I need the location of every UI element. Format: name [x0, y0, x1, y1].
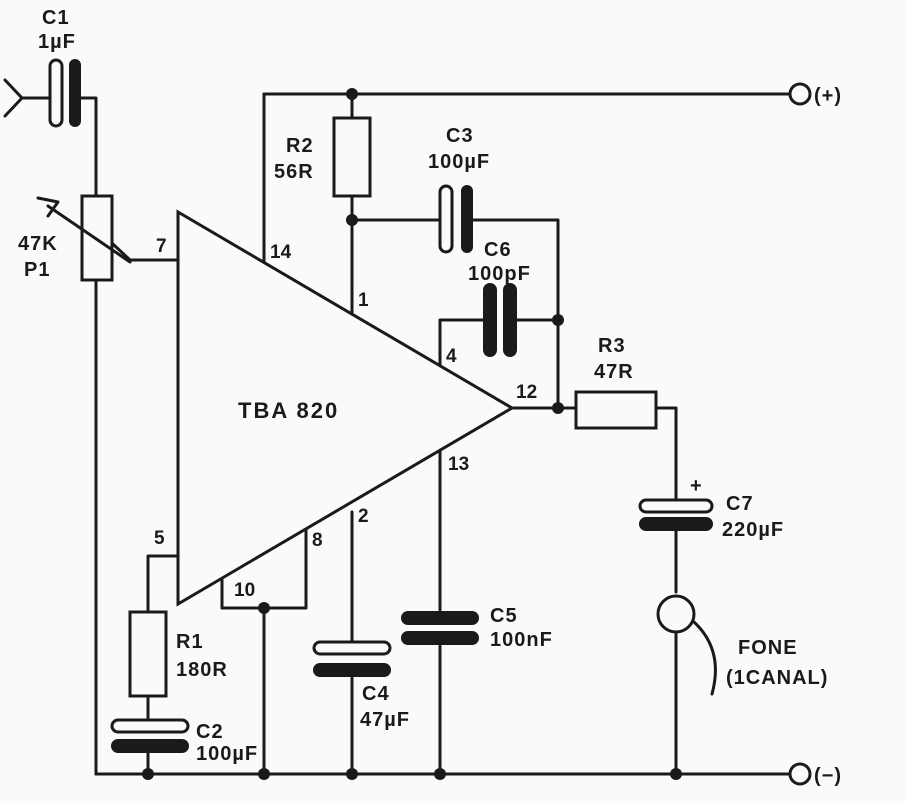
- phone-line2: (1CANAL): [726, 667, 828, 689]
- input-arrow: [3, 78, 52, 118]
- r1-value: 180R: [176, 659, 228, 681]
- p1-ref: P1: [24, 259, 50, 281]
- pin-4: 4: [446, 346, 457, 367]
- c7-ref: C7: [726, 493, 754, 515]
- c5-ref: C5: [490, 605, 518, 627]
- r2-ref: R2: [286, 135, 314, 157]
- c3-value: 100µF: [428, 151, 490, 173]
- pin-8: 8: [312, 530, 323, 551]
- potentiometer-p1: 47K P1: [18, 194, 132, 282]
- c1-value: 1µF: [38, 31, 76, 53]
- ic-name: TBA 820: [238, 398, 339, 423]
- terminal-pos-label: (+): [814, 85, 842, 107]
- pin-2: 2: [358, 506, 369, 527]
- resistor-r3: R3 47R: [574, 335, 658, 430]
- r3-value: 47R: [594, 361, 634, 383]
- pin-7: 7: [156, 236, 167, 257]
- capacitor-c5: C5 100nF: [401, 605, 553, 651]
- capacitor-c1: C1 1µF: [38, 7, 81, 128]
- c7-value: 220µF: [722, 519, 784, 541]
- terminal-negative: (−): [788, 762, 842, 787]
- junctions: [142, 88, 682, 780]
- c3-ref: C3: [446, 125, 474, 147]
- pin-10: 10: [234, 580, 255, 601]
- r3-ref: R3: [598, 335, 626, 357]
- c5-value: 100nF: [490, 629, 553, 651]
- pin-labels: 7 14 1 4 12 13 2 8 5 10: [154, 236, 537, 601]
- p1-value: 47K: [18, 233, 58, 255]
- capacitor-c7: + C7 220µF: [638, 475, 784, 541]
- c2-ref: C2: [196, 721, 224, 743]
- c7-polarity: +: [690, 475, 703, 497]
- r1-ref: R1: [176, 631, 204, 653]
- pin-12: 12: [516, 382, 537, 403]
- c2-value: 100µF: [196, 743, 258, 765]
- r2-value: 56R: [274, 161, 314, 183]
- pin-5: 5: [154, 528, 165, 549]
- capacitor-c6: C6 100pF: [468, 239, 531, 357]
- resistor-r2: R2 56R: [274, 116, 372, 198]
- terminal-neg-label: (−): [814, 765, 842, 787]
- c4-value: 47µF: [360, 709, 410, 731]
- c4-ref: C4: [362, 683, 390, 705]
- phone-line1: FONE: [738, 637, 798, 659]
- c6-value: 100pF: [468, 263, 531, 285]
- pin-14: 14: [270, 242, 292, 263]
- capacitor-c3: C3 100µF: [428, 125, 490, 254]
- capacitor-c2: C2 100µF: [110, 718, 258, 765]
- pin-13: 13: [448, 454, 469, 475]
- capacitor-c4: C4 47µF: [312, 640, 410, 731]
- c6-ref: C6: [484, 239, 512, 261]
- ic-triangle: [176, 209, 515, 607]
- resistor-r1: R1 180R: [128, 610, 228, 698]
- c1-ref: C1: [42, 7, 70, 29]
- earphone: FONE (1CANAL): [656, 594, 828, 696]
- pin-1: 1: [358, 290, 369, 311]
- terminal-positive: (+): [788, 82, 842, 107]
